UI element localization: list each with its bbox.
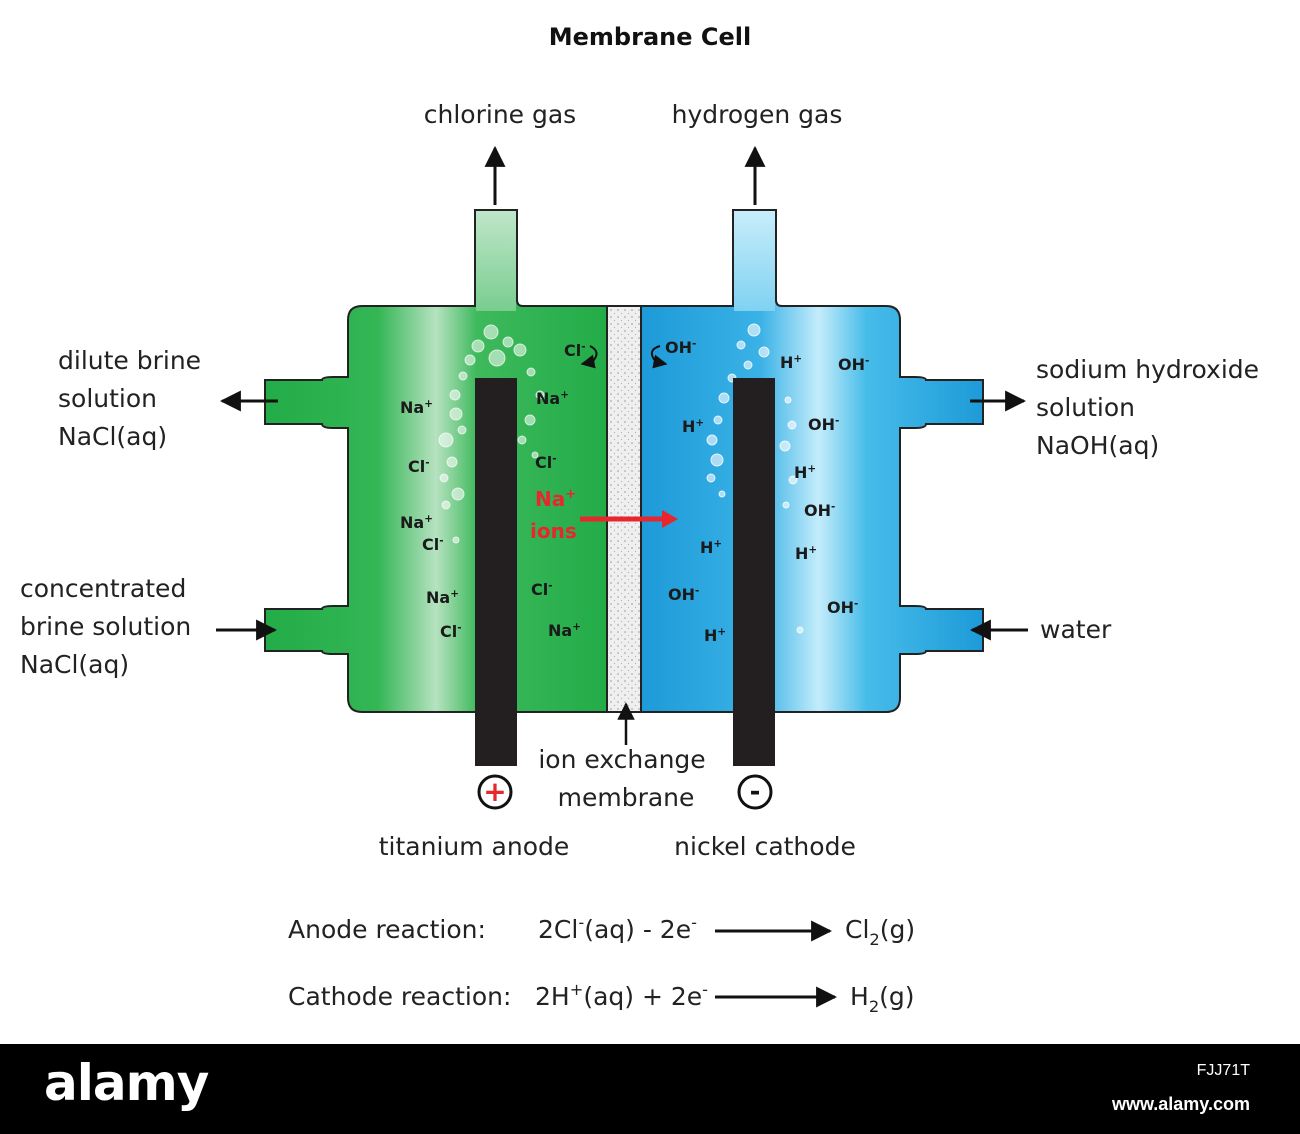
svg-text:OH-: OH- (668, 585, 699, 604)
svg-text:2Cl-(aq) - 2e-: 2Cl-(aq) - 2e- (538, 913, 697, 944)
svg-text:OH-: OH- (665, 338, 696, 357)
svg-text:ions: ions (530, 519, 577, 543)
anode-compartment (264, 209, 608, 713)
svg-text:Cl-: Cl- (535, 453, 557, 472)
svg-text:Na+: Na+ (536, 389, 569, 408)
svg-text:Cl-: Cl- (408, 457, 430, 476)
watermark-footer: alamy FJJ71T www.alamy.com (0, 1044, 1300, 1134)
svg-text:OH-: OH- (804, 501, 835, 520)
svg-text:Cl2(g): Cl2(g) (845, 915, 915, 949)
svg-text:2H+(aq) + 2e-: 2H+(aq) + 2e- (535, 980, 708, 1011)
anode-plus-terminal: + (477, 774, 513, 810)
svg-text:Na+: Na+ (400, 513, 433, 532)
svg-text:Anode reaction:: Anode reaction: (288, 915, 486, 944)
hydrogen-gas-label: hydrogen gas (672, 100, 843, 129)
svg-text:H+: H+ (682, 417, 704, 436)
svg-text:Na+: Na+ (426, 588, 459, 607)
nickel-cathode-electrode (733, 378, 775, 766)
svg-text:H2(g): H2(g) (850, 982, 915, 1016)
cathode-minus-terminal: - (737, 774, 773, 810)
svg-text:Na+: Na+ (548, 621, 581, 640)
svg-text:Cl-: Cl- (422, 535, 444, 554)
sodium-ion-transfer: Na+ ions (530, 487, 678, 543)
svg-text:+: + (483, 775, 506, 808)
membrane-label: ion exchange membrane (538, 745, 713, 812)
diagram-title: Membrane Cell (549, 23, 751, 51)
titanium-anode-label: titanium anode (379, 832, 570, 861)
cathode-ions: OH- H+ OH- H+ OH- H+ OH- H+ H+ OH- OH- H… (650, 338, 869, 645)
alamy-logo: alamy (44, 1054, 209, 1112)
svg-text:OH-: OH- (808, 415, 839, 434)
concentrated-brine-label: concentrated brine solution NaCl(aq) (20, 574, 199, 679)
svg-text:H+: H+ (700, 538, 722, 557)
cathode-reaction: Cathode reaction: 2H+(aq) + 2e- H2(g) (288, 980, 915, 1016)
hydrogen-bubbles (706, 323, 804, 634)
svg-text:H+: H+ (795, 544, 817, 563)
svg-text:H+: H+ (704, 626, 726, 645)
svg-text:Na+: Na+ (535, 487, 576, 511)
anode-reaction: Anode reaction: 2Cl-(aq) - 2e- Cl2(g) (288, 913, 915, 949)
svg-text:Na+: Na+ (400, 398, 433, 417)
svg-text:OH-: OH- (827, 598, 858, 617)
svg-text:Cl-: Cl- (440, 622, 462, 641)
svg-text:Cathode reaction:: Cathode reaction: (288, 982, 511, 1011)
svg-text:H+: H+ (794, 463, 816, 482)
svg-text:Cl-: Cl- (531, 580, 553, 599)
chlorine-gas-label: chlorine gas (424, 100, 576, 129)
cathode-compartment (640, 209, 984, 713)
dilute-brine-label: dilute brine solution NaCl(aq) (58, 346, 209, 451)
svg-text:OH-: OH- (838, 355, 869, 374)
titanium-anode-electrode (475, 378, 517, 766)
svg-text:Cl-: Cl- (564, 341, 586, 360)
chlorine-bubbles (438, 324, 545, 544)
ion-exchange-membrane (606, 305, 642, 713)
site-url: www.alamy.com (1111, 1094, 1250, 1114)
image-id: FJJ71T (1196, 1062, 1250, 1079)
sodium-hydroxide-label: sodium hydroxide solution NaOH(aq) (1036, 355, 1267, 460)
anode-ions: Na+ Na+ Cl- Cl- Na+ Cl- Na+ Cl- Cl- Na+ … (400, 341, 598, 641)
membrane-cell-diagram: Membrane Cell chlorine gas hydrogen gas (20, 23, 1267, 1016)
nickel-cathode-label: nickel cathode (674, 832, 856, 861)
water-label: water (1040, 615, 1112, 644)
svg-text:H+: H+ (780, 353, 802, 372)
svg-text:-: - (750, 777, 761, 807)
